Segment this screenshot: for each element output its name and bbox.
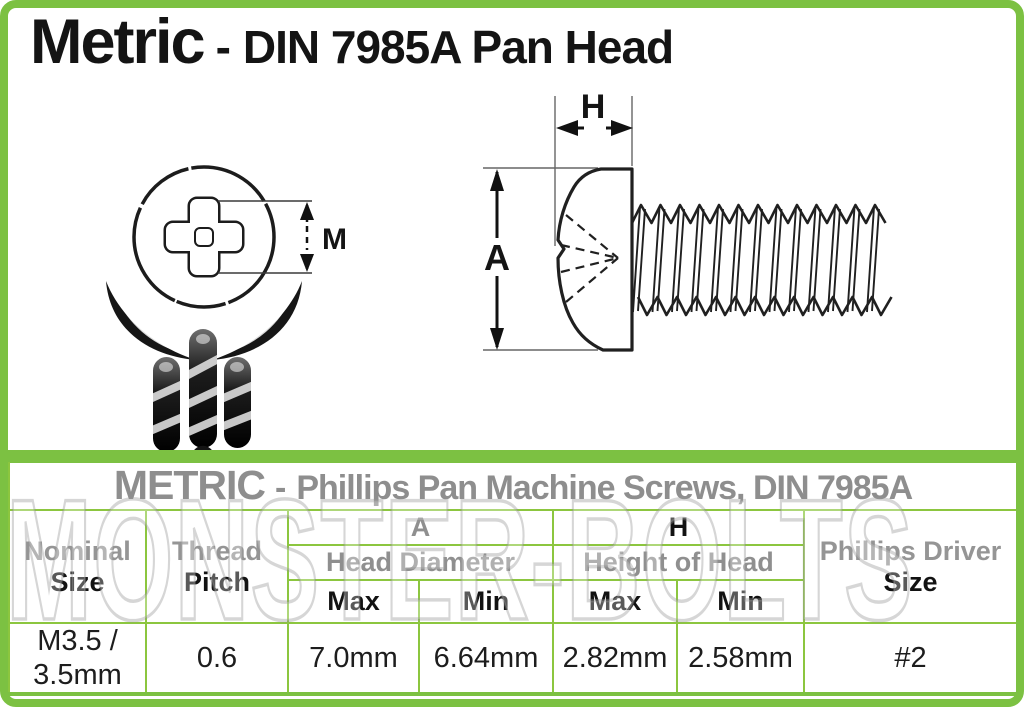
head-outline-circle [132,165,276,309]
col-header-a-max: Max [287,579,420,624]
col-header-thread-pitch: Thread Pitch [145,509,289,624]
cell-thread-pitch: 0.6 [145,621,289,697]
recess-hidden-lines [560,214,619,303]
dim-label-a: A [484,237,510,278]
monster-claw-right [212,281,302,360]
table-title: METRIC - Phillips Pan Machine Screws, DI… [8,462,1018,511]
dim-label-h: H [581,88,606,126]
dimension-a: A [481,167,598,351]
page-title-secondary: DIN 7985A Pan Head [242,21,674,73]
technical-drawing: M [106,88,893,455]
col-header-head-diameter: Head Diameter [287,544,554,581]
screw-top-view: M [106,165,347,455]
col-header-h-letter: H [552,509,805,546]
col-header-a-min: Min [418,579,554,624]
phillips-cross [163,196,245,278]
dimension-m: M [218,200,347,274]
page-title-separator: - [215,21,231,73]
cell-head-diameter-min: 6.64mm [418,621,554,697]
col-header-height-of-head: Height of Head [552,544,805,581]
spec-table: METRIC - Phillips Pan Machine Screws, DI… [8,462,1018,697]
cell-nominal-size: M3.5 / 3.5mm [8,621,147,697]
thread-shaft [630,203,893,317]
dim-label-m: M [322,223,347,256]
page-title-primary: Metric [30,7,206,77]
cell-head-height-max: 2.82mm [552,621,678,697]
table-title-primary: METRIC [113,462,266,508]
table-title-separator: - [275,469,287,507]
table-row: M3.5 / 3.5mm 0.6 7.0mm 6.64mm 2.82mm 2.5… [8,621,1018,697]
monster-logo [106,281,302,455]
monster-claw-left [106,281,196,360]
col-header-h-min: Min [676,579,805,624]
col-header-nominal-size: Nominal Size [8,509,147,624]
monster-ring [191,445,215,455]
cell-phillips-driver-size: #2 [803,621,1018,697]
dimension-h: H [554,88,633,246]
head-profile [556,167,634,352]
table-title-secondary: Phillips Pan Machine Screws, DIN 7985A [296,469,913,507]
col-header-a-letter: A [287,509,554,546]
screw-side-view: H A [481,88,893,352]
col-header-phillips-driver: Phillips Driver Size [803,509,1018,624]
cell-head-diameter-max: 7.0mm [287,621,420,697]
page-title: Metric - DIN 7985A Pan Head [30,6,674,78]
separator-bar [0,450,1024,463]
col-header-h-max: Max [552,579,678,624]
cell-head-height-min: 2.58mm [676,621,805,697]
